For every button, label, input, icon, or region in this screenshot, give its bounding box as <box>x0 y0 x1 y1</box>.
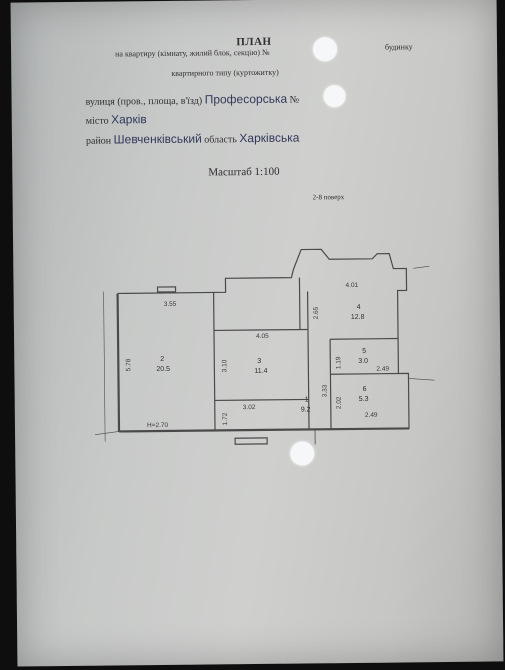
room-number-1: 1 <box>305 396 309 403</box>
dimension-label: 2.49 <box>365 412 378 419</box>
dimension-label: 1.72 <box>222 412 229 425</box>
redaction-mark <box>323 85 346 108</box>
room-area-2: 20.5 <box>156 366 170 373</box>
header-line-apartment: на квартиру (кімнату, жилий блок, секцію… <box>115 47 270 59</box>
floors-label: 2-8 поверх <box>312 193 345 202</box>
city-value: Харків <box>110 112 147 127</box>
dimension-label: 3.33 <box>322 384 329 397</box>
city-label: місто <box>85 115 109 127</box>
region-label: область <box>204 134 237 146</box>
dimension-label: 2.49 <box>376 366 389 373</box>
district-value: Шевченківський <box>113 131 202 147</box>
room-area-4: 12.8 <box>351 314 365 321</box>
dimension-label: 3.02 <box>243 404 256 411</box>
dimension-label: 3.55 <box>164 301 177 308</box>
dimension-label: 4.05 <box>256 333 269 340</box>
dimension-label: 2.65 <box>313 306 320 319</box>
city-row: місто Харків <box>86 112 147 127</box>
room-area-5: 3.0 <box>358 358 368 365</box>
document-sheet: ПЛАН на квартиру (кімнату, жилий блок, с… <box>10 0 504 667</box>
scale-label: Масштаб 1:100 <box>208 165 280 179</box>
dimension-label: 5.78 <box>125 358 132 371</box>
street-value: Професорська <box>204 91 288 107</box>
dimension-label: 2.02 <box>336 396 343 409</box>
room-area-3: 11.4 <box>254 368 267 375</box>
ceiling-height-note: H=2.70 <box>147 422 169 429</box>
street-row: вулиця (пров., площа, в'їзд) Професорськ… <box>85 91 300 108</box>
room-number-3: 3 <box>257 358 261 365</box>
redaction-mark <box>290 441 315 466</box>
room-area-6: 5.3 <box>359 396 369 403</box>
header-line-type: квартирного типу (куртожитку) <box>171 67 279 78</box>
street-number-label: № <box>289 94 300 106</box>
dimension-label: 4.01 <box>345 282 358 289</box>
room-number-6: 6 <box>363 386 367 393</box>
plan-walls <box>95 248 435 445</box>
header-line-building: будинку <box>384 42 413 52</box>
dimension-label: 3.10 <box>221 359 228 372</box>
room-number-5: 5 <box>362 348 366 355</box>
district-label: район <box>85 135 112 147</box>
room-number-2: 2 <box>160 356 164 363</box>
dimension-label: 1.19 <box>335 356 342 369</box>
district-row: район Шевченківський область Харківська <box>85 130 300 147</box>
room-area-1: 9.2 <box>301 406 311 413</box>
floor-plan: 3.55 4.05 4.01 5.78 3.10 2.65 1.19 2.49 … <box>95 248 435 445</box>
street-label: вулиця (пров., площа, в'їзд) <box>85 95 203 108</box>
room-number-4: 4 <box>357 304 361 311</box>
redaction-mark <box>312 37 338 62</box>
region-value: Харківська <box>239 130 300 146</box>
